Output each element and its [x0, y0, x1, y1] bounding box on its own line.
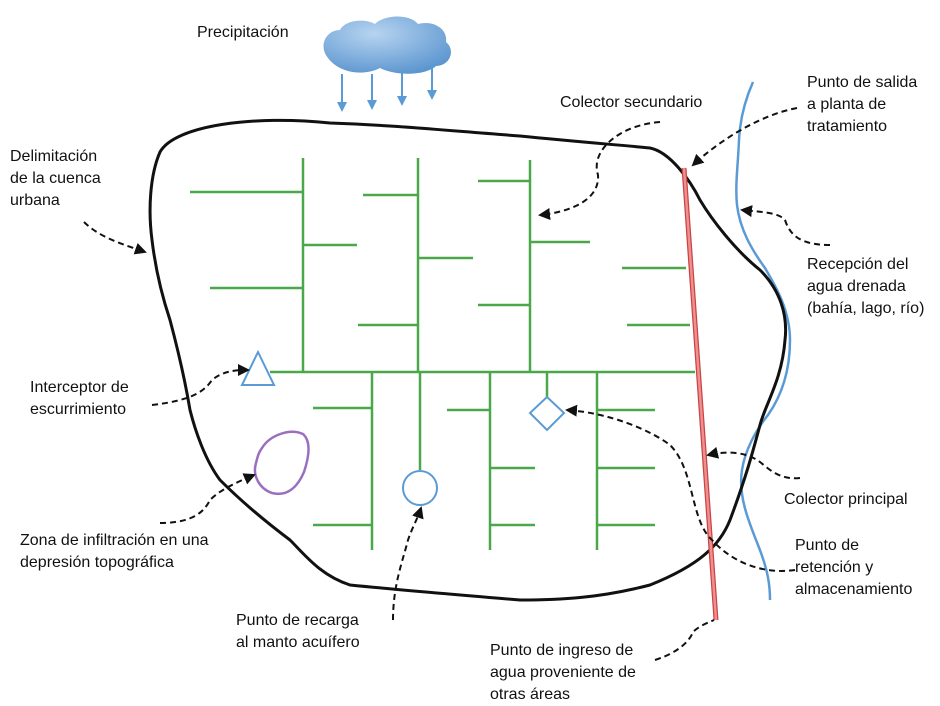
label-punto-retencion: Punto de retención y almacenamiento: [795, 537, 913, 598]
leader-arrows: [83, 107, 831, 661]
recharge-point-circle-icon: [402, 470, 438, 506]
label-colector-secundario: Colector secundario: [560, 94, 703, 111]
leader-infiltracion: [159, 473, 256, 524]
label-interceptor: Interceptor de escurrimiento: [30, 379, 129, 418]
retention-point-diamond-icon: [528, 395, 566, 432]
main-collector-line: [681, 167, 719, 621]
leader-recarga: [392, 506, 424, 621]
label-punto-salida: Punto de salida a planta de tratamiento: [807, 74, 918, 135]
leader-ingreso: [654, 619, 715, 661]
label-punto-ingreso: Punto de ingreso de agua proveniente de …: [490, 642, 636, 703]
leader-punto-salida: [691, 107, 798, 167]
label-colector-principal: Colector principal: [784, 491, 908, 508]
infiltration-zone-shape: [253, 430, 310, 496]
rain-cloud-icon: [323, 16, 451, 74]
river-line: [735, 81, 792, 601]
label-punto-recarga: Punto de recarga al manto acuífero: [236, 612, 360, 651]
label-precipitacion: Precipitación: [197, 24, 289, 41]
runoff-interceptor-triangle-icon: [240, 349, 276, 386]
label-recepcion-agua: Recepción del agua drenada (bahía, lago,…: [807, 256, 925, 317]
rain-arrows-icon: [337, 64, 437, 112]
leader-interceptor: [151, 364, 250, 406]
watershed-boundary: [148, 118, 788, 602]
leader-delimitacion: [83, 221, 147, 255]
leader-colector-secundario: [538, 121, 661, 220]
label-zona-infiltracion: Zona de infiltración en una depresión to…: [20, 532, 209, 571]
leader-recepcion: [740, 205, 831, 246]
leader-retencion: [565, 404, 796, 572]
leader-colector-principal: [706, 446, 801, 480]
label-delimitacion-cuenca: Delimitación de la cuenca urbana: [10, 148, 101, 209]
drainage-network: [190, 158, 695, 550]
